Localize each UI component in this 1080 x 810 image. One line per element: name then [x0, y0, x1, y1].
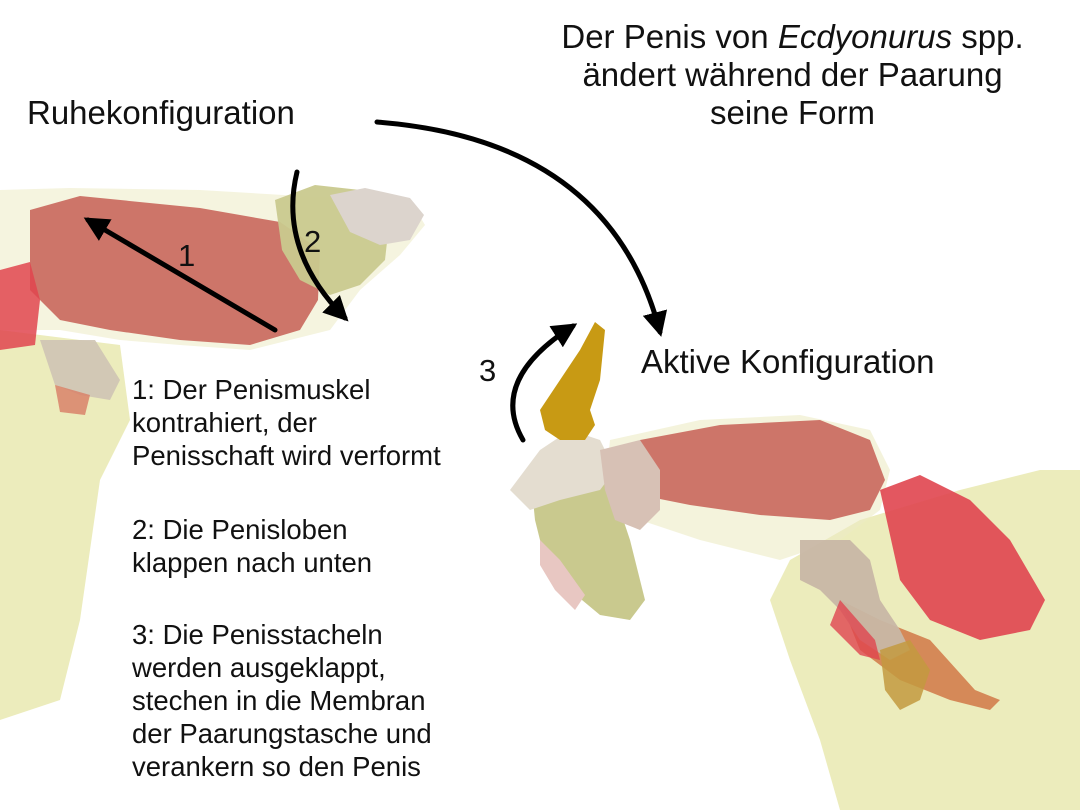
arrow-number-3: 3: [479, 353, 497, 388]
step-1-line-3: Penisschaft wird verformt: [132, 440, 441, 471]
figure-title: Der Penis von Ecdyonurus spp. ändert wäh…: [505, 18, 1080, 132]
arrow-transition: [374, 119, 668, 337]
rest-configuration-label: Ruhekonfiguration: [27, 94, 295, 131]
active-lower-process: [800, 540, 910, 660]
title-line-1-pre: Der Penis von: [561, 18, 778, 55]
active-neck: [600, 440, 660, 530]
title-line-3: seine Form: [709, 94, 876, 131]
arrow-number-1: 1: [178, 238, 196, 273]
arrow-2: [290, 169, 349, 322]
rest-membrane: [0, 330, 130, 720]
arrow-number-2: 2: [304, 224, 322, 259]
arrows: [83, 119, 668, 443]
active-muscle-bright: [880, 475, 1045, 640]
active-penis-model: [510, 322, 1080, 810]
arrow-3: [510, 323, 578, 443]
active-penis-spine: [540, 322, 605, 440]
step-2-line-1: 2: Die Penisloben: [132, 514, 348, 545]
step-3-line-4: der Paarungstasche und: [132, 718, 432, 749]
step-1-description: 1: Der Penismuskel kontrahiert, der Peni…: [132, 373, 441, 472]
rest-muscle-bright: [0, 262, 40, 350]
title-line-1: Der Penis von Ecdyonurus spp.: [505, 18, 1080, 56]
step-1-line-2: kontrahiert, der: [132, 407, 317, 438]
rest-lower-muscle: [55, 385, 90, 415]
active-inner-process: [830, 600, 880, 660]
step-3-line-3: stechen in die Membran: [132, 685, 426, 716]
active-configuration-label: Aktive Konfiguration: [641, 343, 935, 380]
step-3-description: 3: Die Penisstacheln werden ausgeklappt,…: [132, 618, 432, 783]
step-3-line-2: werden ausgeklappt,: [132, 652, 386, 683]
step-3-line-5: verankern so den Penis: [132, 751, 421, 782]
active-cuticle: [510, 430, 615, 510]
title-genus: Ecdyonurus: [777, 18, 953, 55]
active-lobe-tip: [880, 640, 930, 710]
step-1-line-1: 1: Der Penismuskel: [132, 374, 371, 405]
rest-cuticle: [330, 188, 424, 245]
title-line-2: ändert während der Paarung: [582, 56, 1003, 93]
step-2-line-2: klappen nach unten: [132, 547, 373, 578]
step-3-line-1: 3: Die Penisstacheln: [132, 619, 383, 650]
title-line-1-post: spp.: [952, 18, 1024, 55]
step-2-description: 2: Die Penisloben klappen nach unten: [132, 513, 372, 579]
active-lobe-pink: [540, 540, 585, 610]
rest-lower-process: [40, 340, 120, 400]
arrow-1: [83, 217, 278, 333]
active-penis-muscle: [640, 420, 885, 520]
